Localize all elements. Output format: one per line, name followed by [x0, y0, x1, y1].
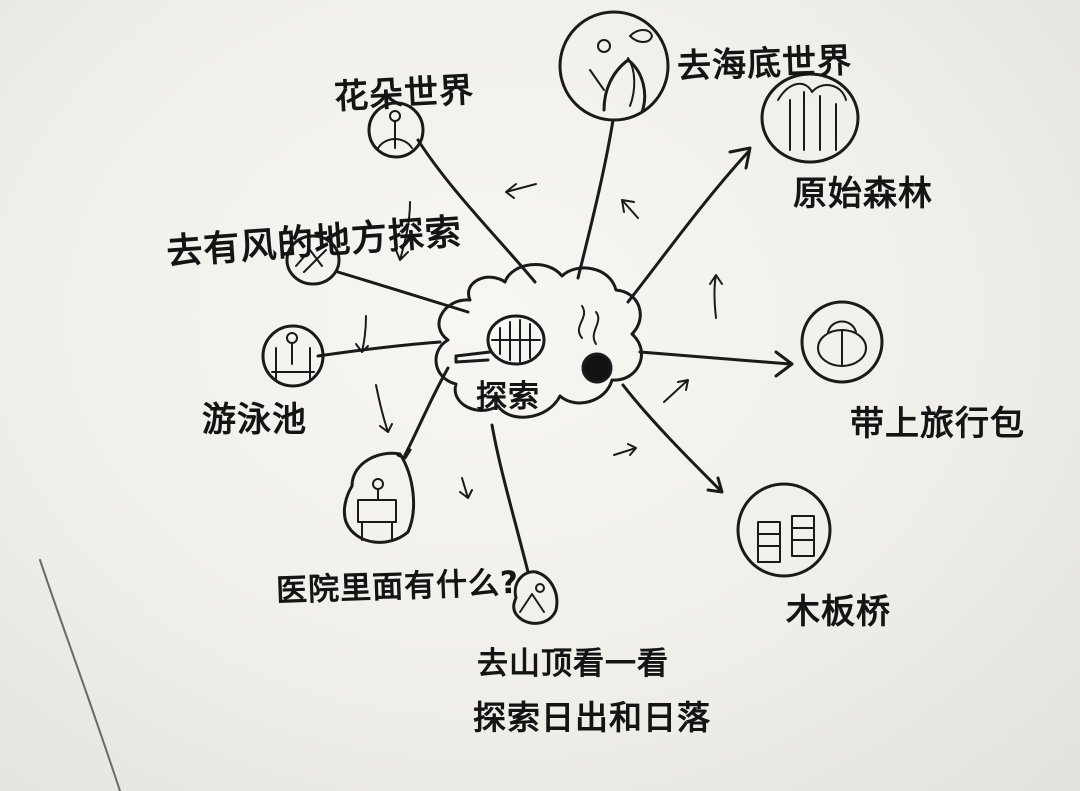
- bomb-icon: [577, 305, 613, 384]
- label-mountain-line1: 去山顶看一看: [477, 646, 669, 682]
- arrowhead-bag: [774, 350, 794, 378]
- bubble-bridge: [736, 482, 832, 578]
- decorative-arrows: [355, 183, 723, 499]
- label-primeval-forest: 原始森林: [793, 174, 933, 214]
- label-swimming-pool: 游泳池: [202, 400, 307, 440]
- connector-forest: [626, 150, 750, 304]
- arrowhead-forest: [728, 146, 752, 170]
- bubble-bag: [800, 300, 884, 384]
- connector-bag: [638, 350, 792, 366]
- label-mountain-line2: 探索日出和日落: [473, 698, 711, 737]
- center-cloud-outline: [434, 263, 643, 419]
- bubble-mountain: [512, 570, 559, 625]
- bubble-hospital: [342, 451, 416, 544]
- label-wooden-bridge: 木板桥: [786, 592, 891, 632]
- center-label: 探索: [476, 379, 540, 415]
- label-mountain: 去山顶看一看 探索日出和日落: [473, 638, 711, 739]
- center-cloud: [434, 263, 643, 419]
- connector-bridge: [621, 383, 722, 492]
- connector-undersea: [576, 118, 615, 280]
- label-flower-world: 花朵世界: [333, 70, 476, 118]
- label-travel-bag: 带上旅行包: [850, 404, 1025, 444]
- connector-hospital: [403, 366, 450, 457]
- bubble-windy: [285, 234, 341, 286]
- bubble-undersea: [558, 10, 670, 122]
- arrowhead-bridge: [706, 476, 724, 494]
- bubble-flower: [367, 101, 425, 159]
- connector-arrowheads: [396, 146, 794, 494]
- magnifying-glass-icon: [454, 314, 546, 366]
- label-undersea-world: 去海底世界: [676, 40, 853, 88]
- connector-windy: [336, 270, 470, 314]
- connector-lines: [316, 118, 792, 574]
- connector-mountain: [490, 423, 530, 574]
- connector-pool: [316, 340, 442, 358]
- bubble-pool: [261, 324, 325, 388]
- paper-edge: [39, 559, 121, 791]
- label-hospital: 医院里面有什么?: [275, 564, 520, 610]
- bubble-forest: [760, 72, 860, 164]
